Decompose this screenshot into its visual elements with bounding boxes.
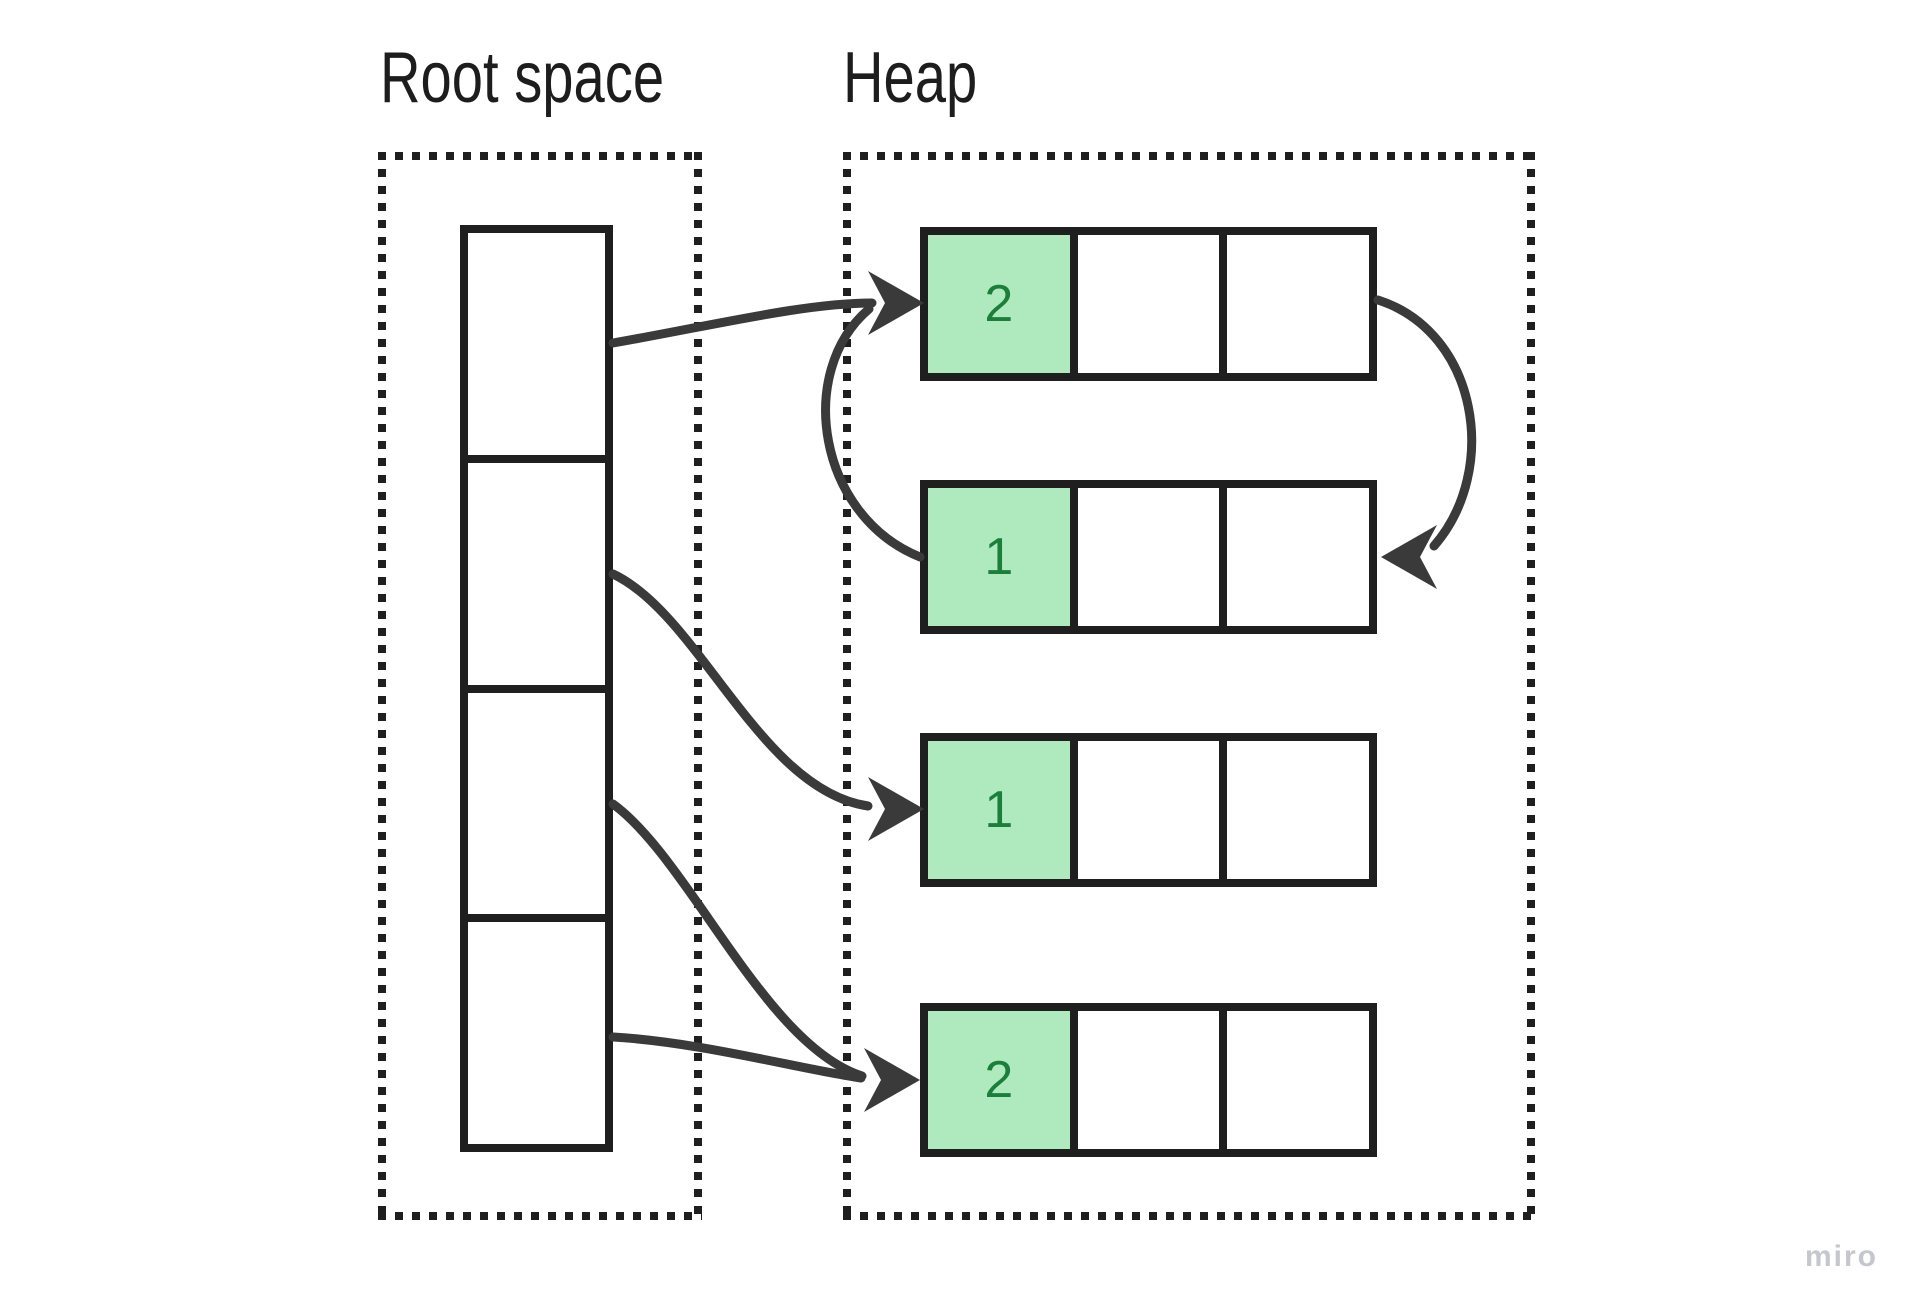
heap-object-2: 1 [920,480,1377,634]
heap-slot-cell [1219,1011,1370,1149]
heap-slot-cell [1069,488,1220,626]
heap-slot-cell [1069,741,1220,879]
root-cell-4 [468,914,605,1144]
root-space-label: Root space [380,38,665,118]
heap-slot-cell [1069,235,1220,373]
heap-slot-cell [1219,488,1370,626]
refcount-cell: 2 [928,235,1070,373]
root-cell-1 [468,233,605,455]
root-cell-3 [468,684,605,915]
root-column [460,225,613,1152]
refcount-cell: 1 [928,741,1070,879]
miro-watermark: miro [1804,1240,1878,1273]
heap-slot-cell [1219,741,1370,879]
heap-object-3: 1 [920,733,1377,887]
heap-slot-cell [1219,235,1370,373]
refcount-value: 1 [984,528,1014,586]
heap-label: Heap [843,38,978,118]
refcount-value: 1 [984,781,1014,839]
refcount-cell: 2 [928,1011,1070,1149]
refcount-value: 2 [984,1051,1014,1109]
root-cell-2 [468,454,605,685]
heap-object-4: 2 [920,1003,1377,1157]
heap-object-1: 2 [920,227,1377,381]
refcount-cell: 1 [928,488,1070,626]
heap-slot-cell [1069,1011,1220,1149]
refcount-value: 2 [984,275,1014,333]
